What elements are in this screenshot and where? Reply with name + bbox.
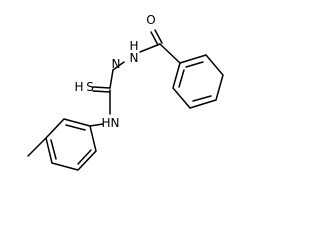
carbonyl-double-bond-b bbox=[154, 29, 163, 44]
benzoyl-ring-double-3 bbox=[178, 69, 185, 88]
tolyl-ring-double-1 bbox=[65, 124, 86, 131]
n-n-bond bbox=[112, 61, 125, 71]
n-to-thiocarbonyl-bond bbox=[109, 69, 114, 89]
carbonyl-to-ring-bond bbox=[159, 43, 181, 64]
tolyl-group bbox=[27, 118, 104, 171]
hydrazine-linker bbox=[109, 61, 125, 89]
nitrogen-amide-label: N bbox=[130, 51, 139, 65]
sulfur-label: S bbox=[86, 80, 94, 94]
thio-double-bond-a bbox=[92, 86, 111, 89]
hydrogen-amide-label: H bbox=[129, 39, 138, 53]
thio-double-bond-b bbox=[92, 90, 111, 93]
tolyl-ring-double-3 bbox=[77, 149, 92, 165]
chemical-structure: O N H N H S N H bbox=[27, 13, 224, 171]
nh-to-ring-bond bbox=[89, 123, 104, 127]
sulfur-h-label: H bbox=[74, 80, 83, 94]
carbonyl-double-bond-a bbox=[150, 31, 159, 46]
tolyl-ring-double-2 bbox=[50, 139, 57, 160]
tolyl-ring bbox=[45, 118, 97, 171]
carbonyl-to-nh-bond bbox=[139, 43, 161, 53]
nitrogen-amine-label: N bbox=[111, 116, 120, 130]
nitrogen-thio-label: N bbox=[112, 57, 121, 71]
benzoyl-ring-double-1 bbox=[185, 61, 204, 68]
benzoyl-ring-double-2 bbox=[192, 95, 212, 102]
thiourea-group bbox=[92, 86, 111, 115]
methyl-bond bbox=[27, 137, 47, 157]
benzoyl-ring bbox=[172, 54, 224, 109]
oxygen-label: O bbox=[146, 13, 155, 27]
benzoyl-group bbox=[139, 29, 224, 109]
hydrogen-amine-label: H bbox=[101, 116, 110, 130]
